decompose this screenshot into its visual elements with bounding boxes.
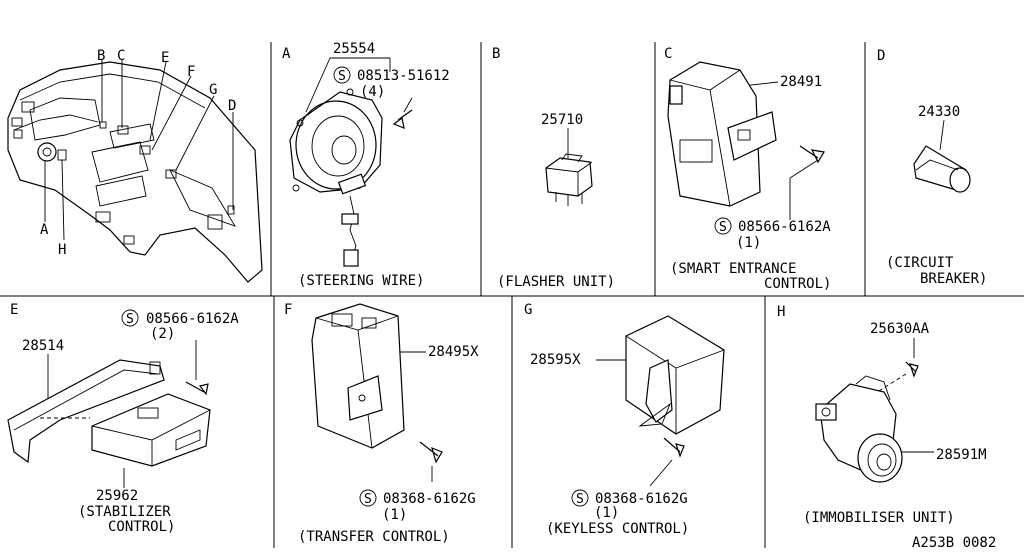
part-number-25630aa: 25630AA [870,321,930,337]
callout-b: B [97,48,105,64]
panel-c-caption-line1: (SMART ENTRANCE [670,261,796,277]
svg-text:S: S [364,492,372,507]
screw-quantity: (4) [360,84,385,100]
panel-e-caption-line2: CONTROL) [108,519,175,535]
screw-quantity: (1) [736,235,761,251]
callout-c: C [117,48,125,64]
panel-e-stabilizer-control: E 28514 S 08566-6162A (2) 25962 (STABILI… [7,302,239,535]
standard-part-symbol [333,66,351,84]
panel-h-caption: (IMMOBILISER UNIT) [803,510,955,526]
screw-quantity: (2) [150,326,175,342]
part-number-28595x: 28595X [530,352,581,368]
panel-c-smart-entrance-control: C 28491 S 08566-6162A (1) (SMART ENTRANC… [664,46,831,292]
callout-h: H [58,242,66,258]
part-number-25710: 25710 [541,112,583,128]
svg-text:S: S [338,69,346,84]
panel-e-caption-line1: (STABILIZER [78,504,171,520]
screw-part-number: 08566-6162A [146,311,239,327]
screw-quantity: (1) [594,505,619,521]
dashboard-overview: B C E F G D A H [7,48,263,283]
screw-part-number: 08566-6162A [738,219,831,235]
panel-g-caption: (KEYLESS CONTROL) [546,521,689,537]
callout-a: A [40,222,49,238]
panel-a-steering-wire: A 25554 S 08513-51612 (4) (STEERING WIRE… [282,41,450,289]
callout-f: F [187,64,195,80]
part-number-28491: 28491 [780,74,822,90]
panel-h-immobiliser-unit: H 25630AA 28591M (IMMOBILISER UNIT) [777,304,987,526]
screw-quantity: (1) [382,507,407,523]
panel-d-letter: D [877,48,885,64]
svg-text:S: S [576,492,584,507]
svg-text:S: S [719,220,727,235]
panel-d-caption-line1: (CIRCUIT [886,255,954,271]
screw-part-number: 08368-6162G [595,491,688,507]
panel-a-letter: A [282,46,291,62]
panel-b-letter: B [492,46,500,62]
panel-c-letter: C [664,46,672,62]
part-number-25962: 25962 [96,488,138,504]
panel-f-transfer-control: F 28495X S 08368-6162G (1) (TRANSFER CON… [284,302,479,545]
part-number-28591m: 28591M [936,447,987,463]
screw-part-number: 08368-6162G [383,491,476,507]
callout-g: G [209,82,217,98]
part-number-28514: 28514 [22,338,64,354]
panel-grid [0,42,1024,548]
panel-e-letter: E [10,302,18,318]
panel-g-letter: G [524,302,532,318]
part-number-28495x: 28495X [428,344,479,360]
panel-h-letter: H [777,304,785,320]
part-number-25554: 25554 [333,41,375,57]
part-number-24330: 24330 [918,104,960,120]
panel-b-caption: (FLASHER UNIT) [497,274,615,290]
panel-d-caption-line2: BREAKER) [920,271,987,287]
callout-e: E [161,50,169,66]
panel-f-letter: F [284,302,292,318]
panel-g-keyless-control: G 28595X S 08368-6162G (1) (KEYLESS CONT… [524,302,725,537]
diagram-code: A253B 0082 [912,535,996,551]
panel-d-circuit-breaker: D 24330 (CIRCUIT BREAKER) [877,48,987,287]
panel-f-caption: (TRANSFER CONTROL) [298,529,450,545]
panel-c-caption-line2: CONTROL) [764,276,831,292]
panel-b-flasher-unit: B 25710 (FLASHER UNIT) [492,46,615,290]
panel-a-caption: (STEERING WIRE) [298,273,424,289]
callout-d: D [228,98,236,114]
svg-text:S: S [126,312,134,327]
screw-part-number: 08513-51612 [357,68,450,84]
